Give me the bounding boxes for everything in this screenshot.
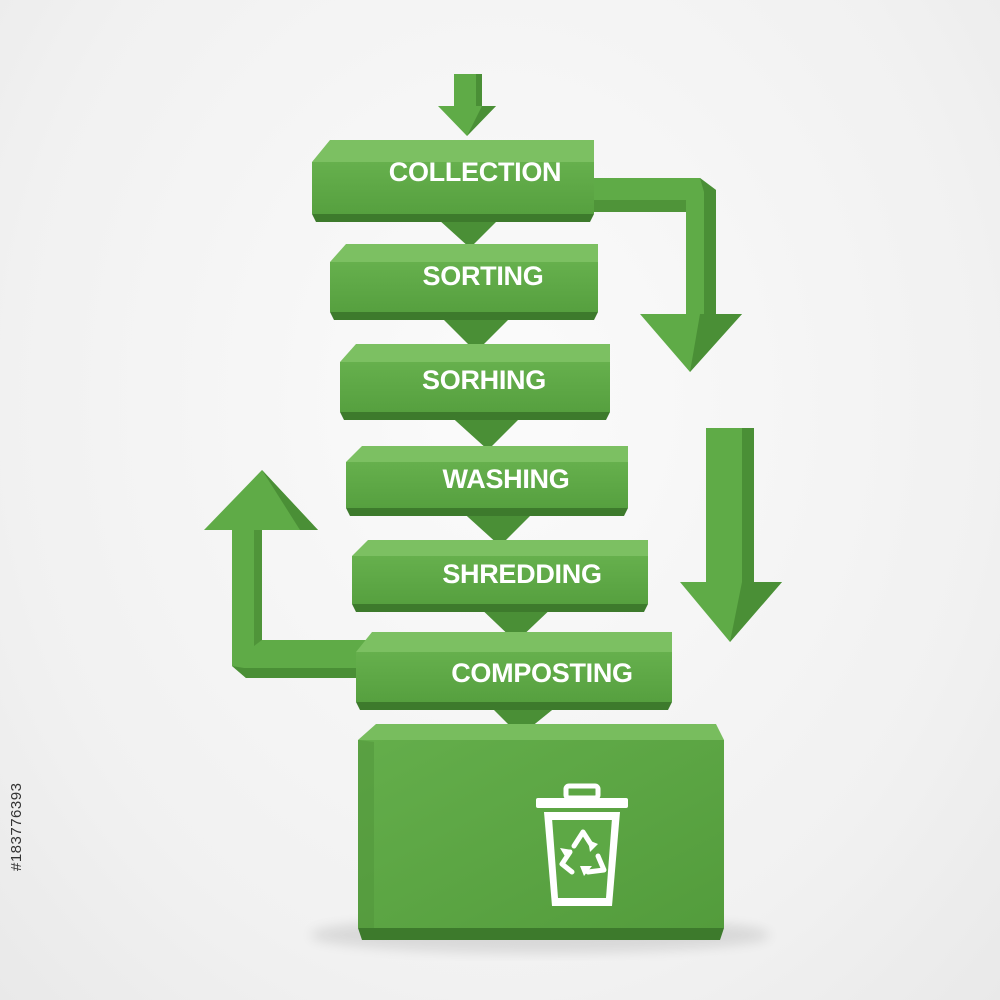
recycle-bin-icon bbox=[536, 783, 628, 906]
recycling-bin-block bbox=[358, 724, 724, 940]
step-label: COLLECTION bbox=[389, 157, 562, 187]
right-bend-arrow-icon bbox=[590, 178, 742, 372]
left-return-arrow-icon bbox=[204, 470, 372, 678]
entry-arrow-icon bbox=[438, 74, 496, 136]
recycle-arrowheads-icon bbox=[560, 840, 598, 876]
step-label: COMPOSTING bbox=[451, 658, 633, 688]
right-down-arrow-icon bbox=[680, 428, 782, 642]
step-washing: WASHING bbox=[346, 446, 628, 516]
step-sorting: SORTING bbox=[330, 244, 598, 320]
step-collection: COLLECTION bbox=[312, 140, 594, 222]
step-composting: COMPOSTING bbox=[356, 632, 672, 710]
step-label: WASHING bbox=[443, 464, 570, 494]
stock-id-watermark: #183776393 bbox=[8, 782, 25, 872]
step-sorhing: SORHING bbox=[340, 344, 610, 420]
step-label: SHREDDING bbox=[442, 559, 601, 589]
step-label: SORHING bbox=[422, 365, 546, 395]
step-shredding: SHREDDING bbox=[352, 540, 648, 612]
step-label: SORTING bbox=[423, 261, 544, 291]
